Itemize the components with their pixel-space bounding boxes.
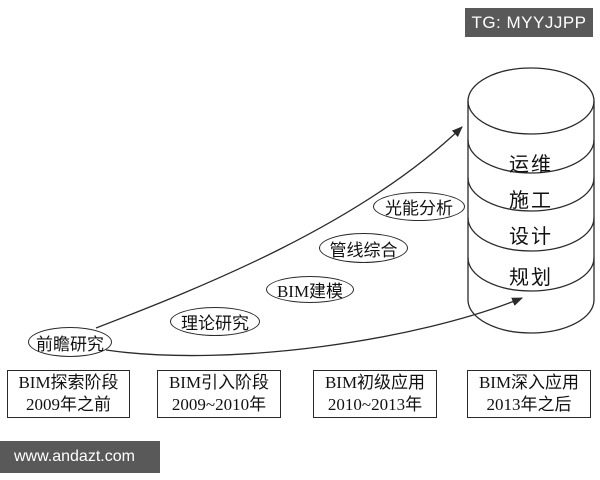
topic-label: 理论研究 <box>181 314 249 333</box>
stage-period: 2010~2013年 <box>327 395 423 414</box>
growth-curve-arrow <box>95 126 463 329</box>
site-watermark: www.andazt.com <box>0 441 160 473</box>
topic-ellipse-mep-coordination: 管线综合 <box>319 233 408 263</box>
tg-watermark-badge: TG: MYYJJPP <box>465 8 593 37</box>
stage-box-introduction: BIM引入阶段 2009~2010年 <box>157 370 281 418</box>
stage-box-deep-application: BIM深入应用 2013年之后 <box>467 370 591 418</box>
cylinder-divider-3 <box>467 217 595 252</box>
stage-name: BIM引入阶段 <box>168 373 270 392</box>
cylinder-layer-operations: 运维 <box>509 154 553 176</box>
stage-period: 2013年之后 <box>486 395 572 414</box>
stage-box-primary-application: BIM初级应用 2010~2013年 <box>313 370 437 418</box>
topic-label: 光能分析 <box>385 199 453 218</box>
cylinder-shape <box>467 67 595 334</box>
cylinder-top-ellipse <box>467 67 595 135</box>
topic-ellipse-bim-modeling: BIM建模 <box>266 276 354 303</box>
cylinder-divider-2 <box>467 177 595 212</box>
cylinder-divider-4 <box>467 257 595 292</box>
stage-name: BIM探索阶段 <box>18 373 119 392</box>
cylinder-layer-design: 设计 <box>509 226 553 248</box>
topic-label: 管线综合 <box>329 240 398 260</box>
cylinder-divider-1 <box>467 139 595 174</box>
topic-ellipse-theoretical-research: 理论研究 <box>170 307 260 336</box>
stage-period: 2009~2010年 <box>171 395 267 414</box>
cylinder-layer-construction: 施工 <box>509 190 553 212</box>
stage-box-exploration: BIM探索阶段 2009年之前 <box>7 370 130 418</box>
cylinder-bottom-arc <box>467 299 595 334</box>
topic-ellipse-light-analysis: 光能分析 <box>373 192 465 221</box>
planning-curve-arrow <box>105 297 524 357</box>
stage-name: BIM初级应用 <box>324 373 426 392</box>
topic-ellipse-prospective-research: 前瞻研究 <box>28 327 112 357</box>
topic-label: 前瞻研究 <box>36 334 104 354</box>
stage-period: 2009年之前 <box>26 395 111 414</box>
topic-label: BIM建模 <box>276 282 344 301</box>
stage-name: BIM深入应用 <box>478 373 580 392</box>
cylinder-layer-planning: 规划 <box>509 267 553 289</box>
